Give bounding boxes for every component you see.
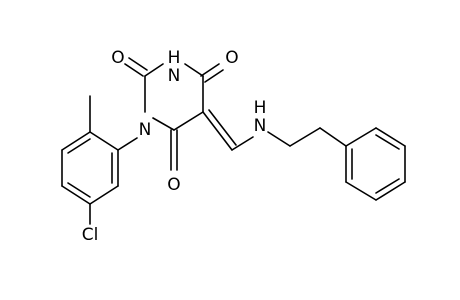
atom-label-oxygen: O (167, 175, 180, 195)
bond (345, 127, 377, 147)
bond (267, 131, 291, 147)
bond (202, 111, 233, 151)
bond (231, 136, 254, 151)
bond (61, 185, 91, 205)
atom-labels: O O H N N O H N Cl (82, 48, 267, 245)
atom-label-nitrogen: N (168, 66, 181, 86)
atom-label-hydrogen: H (168, 48, 181, 68)
bond (67, 138, 91, 154)
atom-label-hydrogen: H (254, 98, 267, 118)
bond (289, 127, 321, 147)
bond (184, 63, 204, 77)
bond (375, 127, 406, 147)
bond (375, 181, 406, 201)
bond (152, 117, 175, 131)
bond (61, 131, 91, 151)
bonds (61, 57, 406, 225)
bond (375, 178, 400, 194)
bond (345, 181, 377, 201)
atom-label-oxygen: O (225, 48, 238, 68)
atom-label-oxygen: O (111, 48, 124, 68)
bond (89, 131, 119, 151)
bond (319, 127, 347, 147)
bond (128, 57, 148, 71)
atom-label-nitrogen: N (139, 120, 152, 140)
atom-label-chlorine: Cl (82, 225, 99, 245)
atom-label-nitrogen: N (254, 116, 267, 136)
bond (173, 111, 204, 131)
bond (144, 63, 164, 77)
bond (208, 109, 237, 146)
bond (124, 63, 144, 77)
bond (204, 69, 224, 83)
bond (375, 134, 400, 150)
bond (89, 185, 119, 205)
bond (117, 137, 138, 151)
bond (200, 63, 220, 77)
bond (67, 182, 91, 198)
